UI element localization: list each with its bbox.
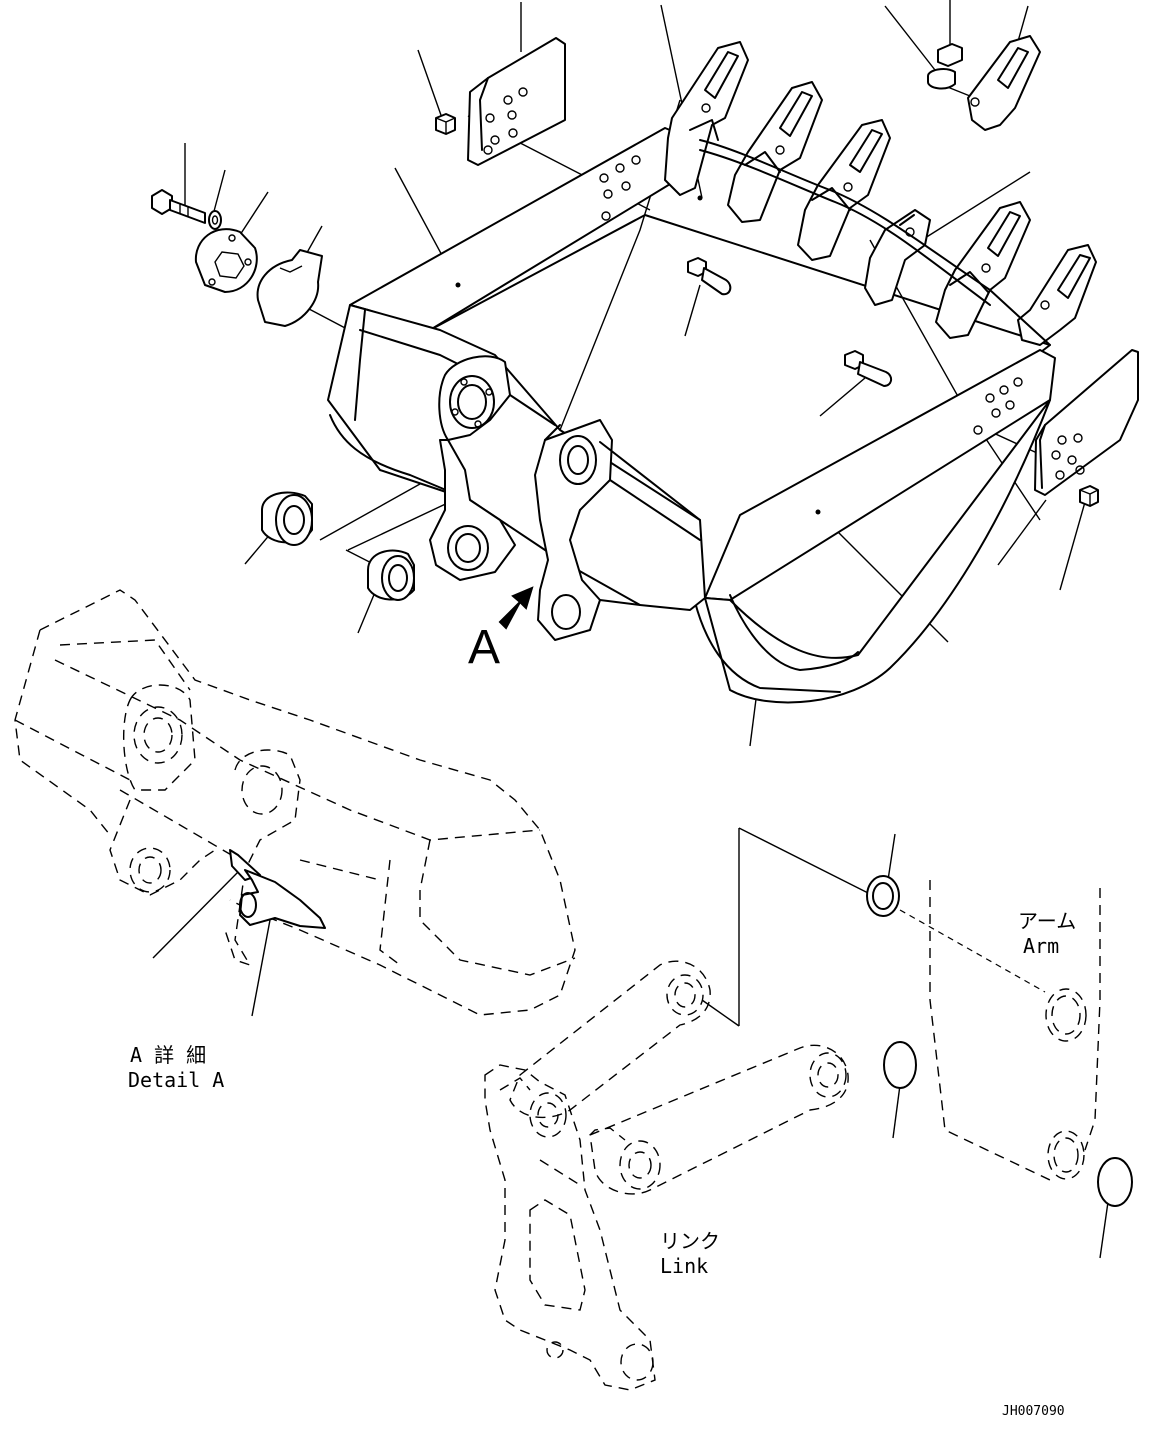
bucket-tooth-2 [727, 81, 823, 223]
bucket-tooth-1 [664, 41, 749, 196]
link-label-jp: リンク [660, 1229, 720, 1253]
detail-a-label-jp: A 詳 細 [130, 1043, 206, 1067]
shim-plate [256, 249, 323, 327]
bucket-teeth [664, 41, 1097, 346]
detail-a-label-en: Detail A [128, 1068, 224, 1092]
link-label-en: Link [660, 1254, 708, 1278]
bolt-floor-2 [844, 350, 892, 387]
side-cutter-right [1034, 349, 1139, 496]
seal-ring-upper [866, 875, 900, 917]
leader-lines [152, 0, 1109, 1259]
bolt-floor-1 [687, 257, 732, 296]
side-cutter-nut-left [435, 113, 456, 135]
spare-tooth-right [967, 35, 1041, 131]
bucket-body [327, 127, 1056, 704]
shim-disc-lower [1097, 1157, 1133, 1207]
tooth-pin [927, 43, 963, 90]
shim-disc-middle [883, 1041, 917, 1089]
drawing-number: JH007090 [1002, 1404, 1065, 1419]
link-assembly [484, 960, 849, 1391]
bushing-left [261, 491, 313, 546]
bucket-tooth-6 [1017, 244, 1097, 346]
arm-label-en: Arm [1023, 934, 1059, 958]
bushing-lower [367, 549, 415, 601]
detail-a-view [14, 589, 576, 1016]
side-cutter-nut-right [1079, 485, 1099, 507]
bolt-upper-left [151, 189, 206, 224]
arm-assembly [929, 880, 1101, 1181]
bucket-tooth-3 [797, 119, 891, 261]
washer-upper-left [208, 210, 222, 230]
view-marker-label: A [468, 621, 500, 674]
view-direction-arrow-icon [498, 586, 534, 630]
arm-label-jp: アーム [1018, 909, 1076, 933]
side-cutter-left [467, 37, 566, 166]
bucket-tooth-4 [864, 209, 931, 306]
retainer-plate [194, 228, 258, 293]
